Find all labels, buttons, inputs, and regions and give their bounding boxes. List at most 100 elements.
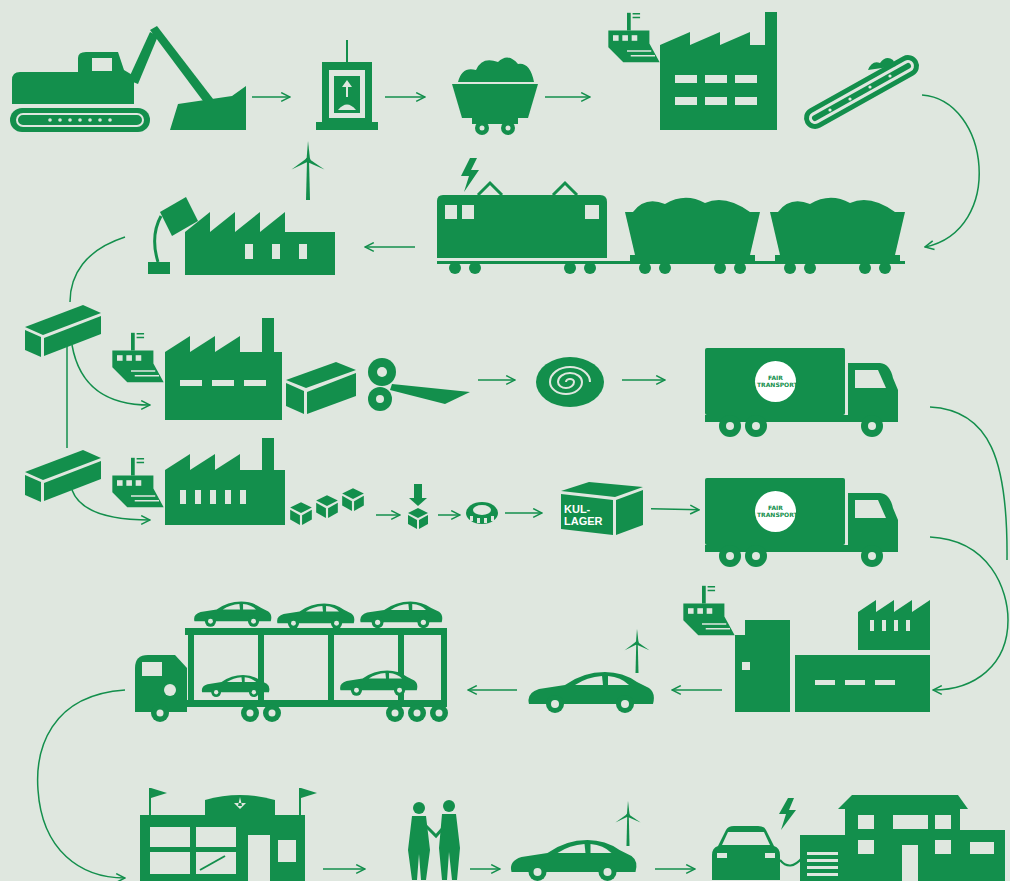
press-symbol-part [414,484,422,498]
bearing-factory-part [210,490,216,504]
excavator-part [10,108,150,132]
power-plant-symbol [112,458,163,507]
electric-ore-train-part [734,262,746,274]
excavator-part [48,118,52,122]
flow-arrow [655,868,695,870]
power-plant-symbol [683,586,734,635]
conveyor-belt-part [828,108,831,111]
bearing-crate: KUL- LAGER [555,480,645,535]
truck-cab-part [752,552,760,560]
handshake-people-part [426,826,443,836]
home-charging-part [800,835,845,881]
steel-ingot [25,450,101,502]
electric-ore-train-part [784,262,796,274]
home-charging-part [765,853,775,858]
ore-processing-plant-part [735,97,757,105]
conveyor-belt-part [888,74,891,77]
car-dealership-part [234,797,246,809]
home-charging-part [780,858,802,866]
steel-mill-part [272,244,280,259]
car-dealership-part [150,827,190,847]
car-carrier-truck-part [164,684,176,696]
car-carrier-truck-part [414,710,421,717]
ore-processing-plant [660,12,777,130]
conveyor-belt-part [815,66,908,118]
fair-transport-badge: FAIR TRANSPORT [755,361,796,402]
car-dealership [140,788,317,881]
ore-cart-part [475,121,489,135]
home-charging-part [807,859,838,862]
carried-car [360,601,442,628]
slab-and-rollers [286,358,470,414]
excavator-part [170,86,246,130]
steel-cube [316,495,338,518]
electric-ore-train [437,158,905,274]
flow-arrow [545,96,590,98]
slab-and-rollers-part [368,387,392,411]
truck-cab-part [861,415,883,437]
mine-hoist [316,40,378,130]
car-factory-part [894,620,898,631]
slab-and-rollers-part [286,362,356,414]
flow-curve [930,537,1008,690]
press-symbol-part [409,498,427,506]
car-carrier-truck-part [135,655,187,712]
steel-ingot-part [25,475,41,502]
flow-arrow [468,689,517,691]
excavator-part [128,32,158,84]
home-charging-part [838,795,968,809]
ore-cart-part [458,57,534,82]
flow-arrow [323,868,365,870]
power-plant-symbol [608,13,659,62]
steel-ingot [25,305,101,357]
electric-ore-train-part [625,212,760,255]
rolling-mill-part [244,380,266,386]
conveyor-belt-part [868,58,896,70]
excavator-part [17,114,143,126]
car-dealership-part [301,788,317,798]
handshake-people-part [413,802,425,814]
slab-and-rollers-part [376,395,384,403]
mine-hoist-part [334,76,360,113]
carried-car [277,604,354,629]
truck-cab-part [868,552,876,560]
electric-ore-train-part [714,262,726,274]
flow-curve [922,95,979,247]
ball-bearing [466,502,498,524]
carried-car [202,675,270,697]
ore-processing-plant-part [705,75,727,83]
truck-cab-part [848,493,898,545]
car-dealership-part [149,788,151,816]
bearing-factory-part [195,490,201,504]
carried-car [340,671,417,696]
flow-line [66,340,68,448]
home-charging-part [845,809,960,881]
steel-coil-part [550,367,590,394]
electric-ore-train-part [449,262,461,274]
home-charging-part [902,845,918,881]
steel-mill-part [185,212,335,275]
truck-cab-part [752,422,760,430]
car-carrier-truck-part [157,710,164,717]
bearing-factory-part [165,438,285,525]
fair-transport-badge: FAIR TRANSPORT [755,491,796,532]
home-charging-part [935,840,951,854]
truck-cab-part [726,422,734,430]
home-charging-part [858,815,874,829]
car-factory-part [882,620,886,631]
car-carrier-truck-part [258,628,264,704]
mine-hoist-part [342,80,352,97]
car-carrier-truck-part [386,704,404,722]
power-plant-symbol [112,333,163,382]
electric-ore-train-part [478,183,502,195]
slab-and-rollers-part [377,367,387,377]
steel-coil [536,357,604,407]
electric-ore-train-part [462,205,474,219]
car-carrier-truck-part [241,704,259,722]
electric-ore-train-part [469,262,481,274]
ore-cart [452,57,538,135]
press-symbol [409,484,427,506]
ore-cart-part [480,126,485,131]
home-charging [712,795,1005,881]
